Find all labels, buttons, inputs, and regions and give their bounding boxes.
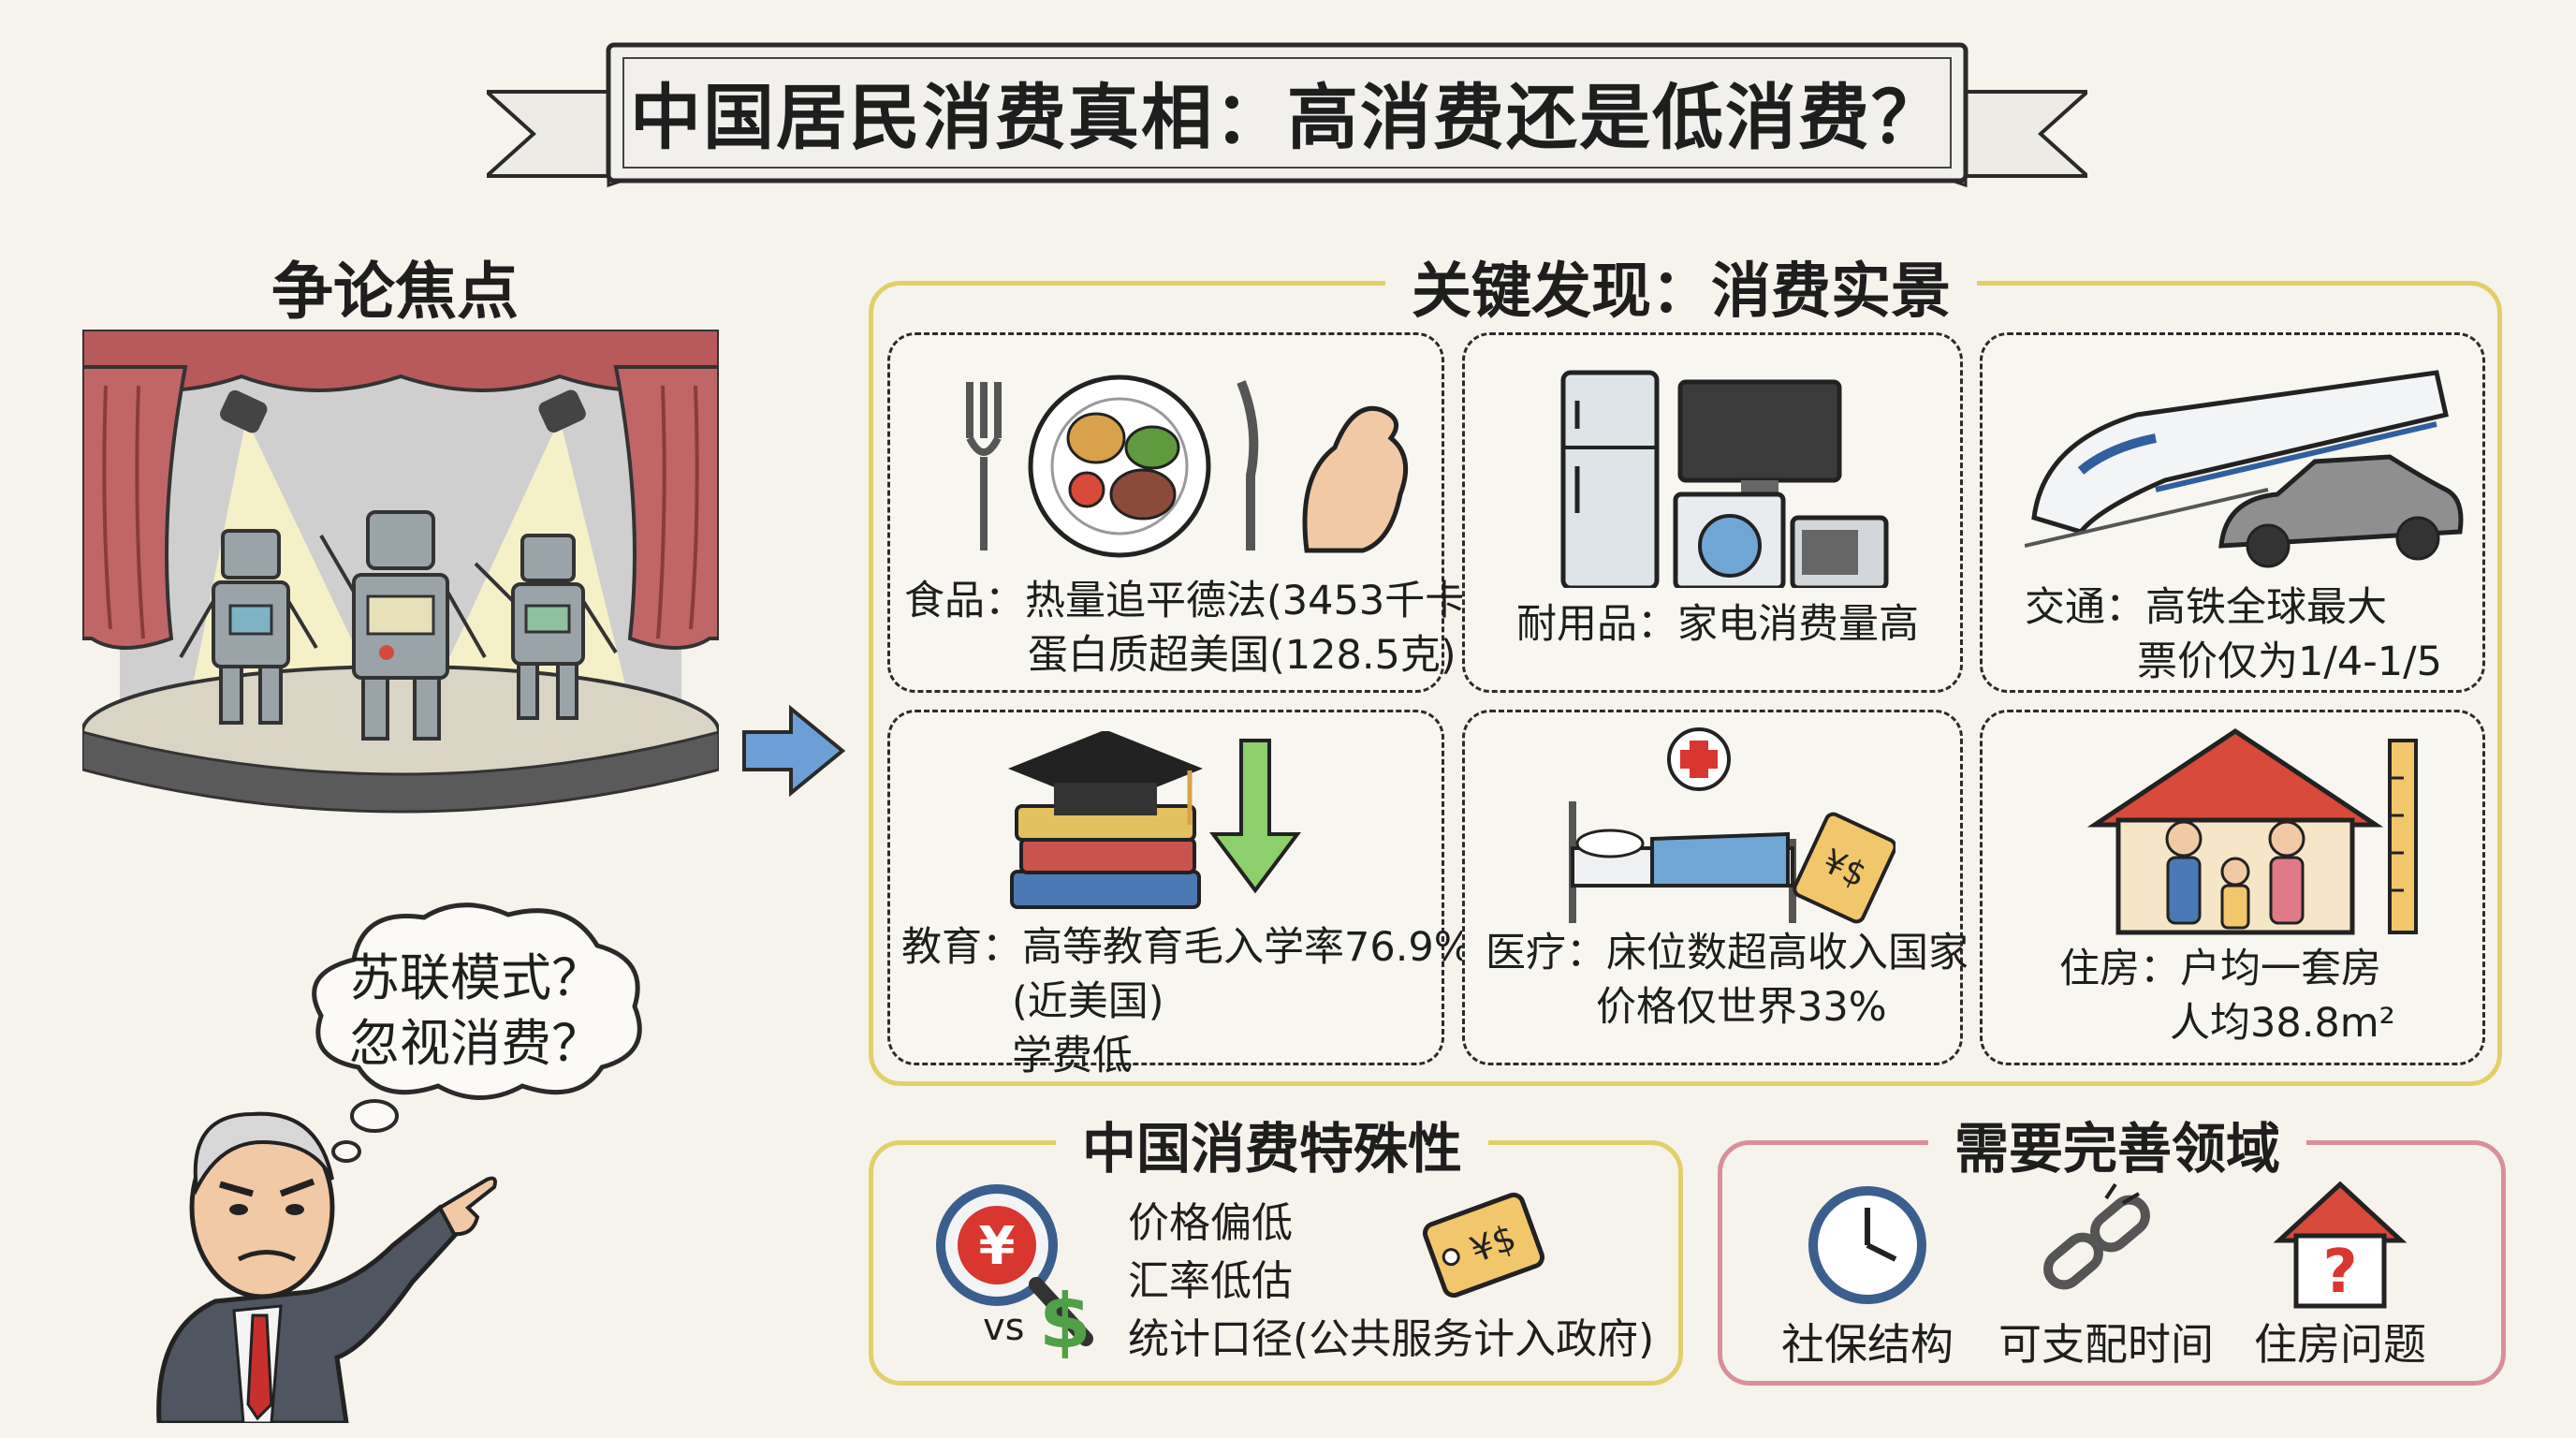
specialty-item-1: 价格偏低 [1128,1199,1293,1247]
train-car-icon [2025,370,2464,568]
improve-heading: 需要完善领域 [1928,1105,2307,1183]
medical-line-1: 床位数超高收入国家 [1606,930,1969,976]
card-education: 教育：高等教育毛入学率76.9% (近美国) 学费低 [887,710,1472,1079]
food-plate-icon [966,374,1409,558]
food-label: 食品： [904,578,1025,624]
education-label: 教育： [901,924,1022,971]
dollar-symbol: $ [1039,1278,1091,1365]
thought-bubble-tail [331,1099,399,1163]
improve-item-housing: 住房问题 [2254,1319,2426,1370]
food-line-1: 热量追平德法(3453千卡) [1025,578,1481,624]
title-banner: 中国居民消费真相：高消费还是低消费？ [481,36,2093,195]
improve-item-social-security: 社保结构 [1781,1319,1954,1370]
specialty-heading: 中国消费特殊性 [1056,1105,1489,1183]
card-housing: 住房：户均一套房 人均38.8m² [1980,710,2485,1065]
transport-label: 交通： [2025,584,2145,631]
education-line-2: (近美国) [1012,978,1164,1025]
transport-line-1: 高铁全球最大 [2145,584,2387,631]
findings-heading: 关键发现：消费实景 [1385,243,1977,330]
housing-line-2: 人均38.8m² [2170,1000,2395,1047]
food-line-2: 蛋白质超美国(128.5克) [1028,632,1456,679]
hospital-bed-icon: ¥$ [1569,727,1895,924]
medical-label: 医疗： [1486,930,1606,976]
education-line-3: 学费低 [1012,1033,1133,1079]
card-food: 食品：热量追平德法(3453千卡) 蛋白质超美国(128.5克) [887,332,1481,693]
thought-line-1: 苏联模式？ [349,948,602,1007]
man-illustration [131,1049,505,1426]
appliances-icon [1560,370,1889,588]
house-question-icon: ? [2273,1181,2408,1309]
thought-bubble: 苏联模式？ 忽视消费？ [298,894,653,1109]
education-books-icon [1007,731,1301,909]
yen-symbol: ¥ [979,1216,1016,1277]
arrow-right-icon [742,704,846,798]
housing-label: 住房： [2059,946,2180,992]
page-title: 中国居民消费真相：高消费还是低消费？ [630,76,1944,159]
education-line-1: 高等教育毛入学率76.9% [1022,924,1472,971]
card-transport: 交通：高铁全球最大 票价仅为1/4-1/5 [1980,332,2485,693]
transport-line-2: 票价仅为1/4-1/5 [2137,638,2442,685]
card-durables: 耐用品：家电消费量高 [1462,332,1963,693]
specialty-item-2: 汇率低估 [1128,1257,1293,1305]
cloud-shape [312,902,642,1100]
price-tag-icon: ¥$ [1422,1192,1545,1299]
ribbon-shape [481,42,2093,188]
debate-heading: 争论焦点 [271,256,519,328]
pointing-man-image [156,1111,497,1426]
thought-line-2: 忽视消费？ [349,1014,602,1073]
improve-item-free-time: 可支配时间 [1998,1319,2214,1370]
durables-line-1: 家电消费量高 [1677,601,1919,648]
broken-chain-icon [2043,1182,2150,1290]
stage-illustration [80,328,721,816]
svg-text:?: ? [2322,1238,2357,1307]
housing-line-1: 户均一套房 [2180,946,2381,992]
durables-label: 耐用品： [1516,601,1677,648]
robot-stage-image [80,328,721,814]
family-house-icon [2086,727,2418,935]
vs-label: vs [983,1306,1025,1349]
magnifier-yen-icon: ¥ [936,1184,1093,1346]
clock-icon [1808,1186,1926,1304]
specialty-item-3: 统计口径(公共服务计入政府) [1128,1315,1655,1363]
card-medical: ¥$ 医疗：床位数超高收入国家 价格仅世界33% [1462,710,1969,1065]
medical-line-2: 价格仅世界33% [1596,984,1887,1031]
